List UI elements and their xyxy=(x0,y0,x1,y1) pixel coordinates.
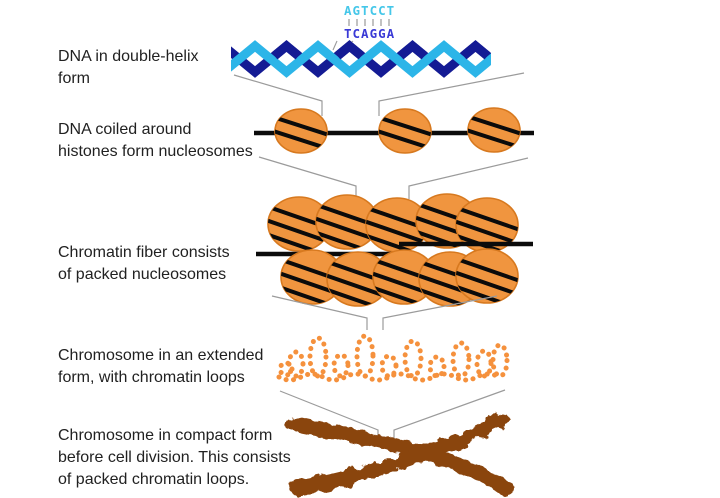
label-extended-chromosome: Chromosome in an extended form, with chr… xyxy=(58,345,263,389)
label-line: of packed chromatin loops. xyxy=(58,471,250,488)
dna-double-helix xyxy=(231,40,491,78)
label-line: Chromosome in compact form xyxy=(58,427,273,444)
nucleosome xyxy=(377,109,433,153)
label-line: of packed nucleosomes xyxy=(58,266,227,283)
label-line: form xyxy=(58,70,90,87)
zoom-funnel-1 xyxy=(233,72,525,116)
label-chromatin-fiber: Chromatin fiber consists of packed nucle… xyxy=(58,242,230,286)
label-dna-double-helix: DNA in double-helix form xyxy=(58,46,199,90)
zoom-funnel-3 xyxy=(271,295,498,330)
compact-chromosome xyxy=(286,412,513,497)
sequence-top-strand: AGTCCT xyxy=(344,3,395,18)
chromatin-loops xyxy=(276,333,510,383)
label-line: Chromosome in an extended xyxy=(58,347,264,364)
chromatin-fiber xyxy=(256,194,533,312)
label-line: histones form nucleosomes xyxy=(58,143,253,160)
label-line: Chromatin fiber consists xyxy=(58,244,230,261)
label-line: before cell division. This consists xyxy=(58,449,291,466)
label-line: form, with chromatin loops xyxy=(58,369,245,386)
nucleosome xyxy=(273,109,329,153)
sequence-bottom-strand: TCAGGA xyxy=(344,26,395,41)
base-pair-ticks xyxy=(348,19,390,26)
label-line: DNA in double-helix xyxy=(58,48,199,65)
label-line: DNA coiled around xyxy=(58,121,192,138)
loop-baseline xyxy=(276,371,502,383)
zoom-funnel-2 xyxy=(258,156,529,199)
helix-over-crossings xyxy=(271,40,491,60)
label-compact-chromosome: Chromosome in compact form before cell d… xyxy=(58,425,291,491)
nucleosome xyxy=(466,108,522,152)
nucleosome-string xyxy=(254,108,534,153)
label-nucleosomes: DNA coiled around histones form nucleoso… xyxy=(58,119,253,163)
